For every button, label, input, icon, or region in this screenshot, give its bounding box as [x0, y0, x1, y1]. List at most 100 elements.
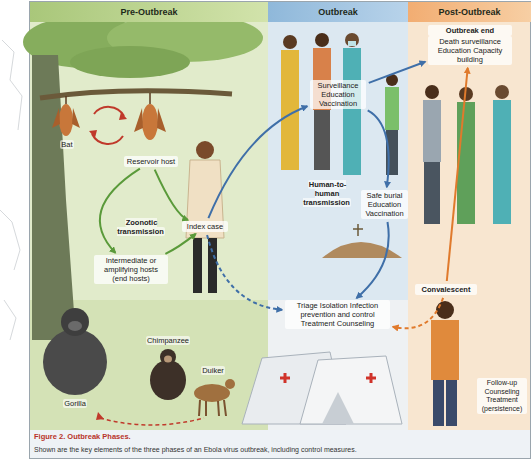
person-head [345, 33, 359, 47]
nurse-scrubs [343, 48, 361, 175]
label-holder: Bat [54, 140, 80, 149]
chimp-body [150, 360, 186, 400]
caption-ground [30, 430, 531, 458]
animal-label: Bat [60, 140, 73, 149]
measure-list: Follow-up Counseling Treatment (persiste… [477, 378, 527, 414]
person-shirt [423, 100, 441, 162]
bat-foot [65, 96, 67, 104]
chimp-head [160, 349, 176, 365]
gorilla-face [68, 321, 82, 331]
phase-heading: Outbreak [268, 2, 408, 22]
route-label: Human-to-human transmission [303, 180, 351, 207]
person-shirt [385, 87, 399, 130]
figure-frame [30, 2, 531, 459]
gorilla-body [43, 329, 107, 395]
host-note: Reservoir host [124, 156, 178, 167]
person-leg [446, 380, 457, 426]
bat-body [59, 104, 73, 136]
stage-label: Convalescent [415, 284, 477, 295]
label-holder: Chimpanzee [140, 336, 196, 345]
case-label: Index case [182, 221, 228, 232]
person-leg [193, 238, 202, 293]
node-heading: Outbreak end [428, 25, 512, 36]
nurse-scrubs [493, 100, 511, 224]
tent-door [322, 392, 354, 424]
measure-list: Outbreak endDeath surveillance Education… [428, 25, 512, 65]
red-cross [280, 373, 290, 383]
measure-list: Surveillance Education Vaccination [310, 80, 366, 109]
gorilla-head [61, 308, 89, 336]
host-note: Intermediate or amplifying hosts (end ho… [94, 255, 168, 284]
grave-marker [353, 224, 363, 236]
tent [300, 356, 402, 424]
person-head [495, 85, 509, 99]
phase-heading: Post-Outbreak [408, 2, 531, 22]
bat-wing [52, 108, 80, 128]
node-text: Follow-up Counseling Treatment (persiste… [477, 378, 527, 414]
node-text: Death surveillance Education Capacity bu… [428, 36, 512, 65]
person-dress [457, 102, 475, 224]
duiker-body [194, 384, 230, 402]
label-holder: Duiker [196, 366, 230, 375]
person-head [436, 301, 454, 319]
person-head [196, 141, 214, 159]
chimp-face [164, 356, 172, 363]
cycle-arrowhead [119, 112, 127, 120]
label-holder: Zoonotic transmission [112, 218, 170, 236]
transmission-arrow [369, 62, 425, 83]
cycle-arrowhead [89, 130, 97, 138]
burial-mound [322, 242, 402, 258]
post-ground [408, 2, 531, 430]
bat-body [142, 104, 158, 140]
transmission-arrow [368, 110, 389, 187]
bat-foot [149, 93, 151, 104]
map-line [2, 40, 22, 130]
transmission-arrow [155, 170, 188, 220]
node-text: Reservoir host [124, 156, 178, 167]
person-trousers [314, 110, 330, 170]
pre-floor [30, 300, 268, 430]
node-text: Intermediate or amplifying hosts (end ho… [94, 255, 168, 284]
label-holder: Shown are the key elements of the three … [34, 445, 524, 454]
route-label: Zoonotic transmission [117, 218, 165, 236]
cycle-arrow [100, 418, 204, 425]
cycle-arrow [94, 107, 124, 116]
person-leg [433, 380, 444, 426]
transmission-arrow [357, 222, 389, 298]
duiker-legs [199, 400, 226, 416]
node-text: Index case [182, 221, 228, 232]
phase-band: OutbreakSurveillance Education Vaccinati… [268, 2, 408, 430]
person-leg [208, 238, 217, 293]
duiker-head [225, 379, 235, 389]
map-line [0, 210, 20, 270]
transmission-arrow [393, 298, 443, 328]
phase-band: Post-OutbreakOutbreak endDeath surveilla… [408, 2, 531, 430]
person-head [315, 33, 329, 47]
transmission-arrow [207, 235, 282, 310]
red-cross [366, 373, 376, 383]
transmission-arrow [208, 106, 307, 218]
transmission-arrow [100, 169, 140, 253]
phase-band: Pre-OutbreakReservoir hostIntermediate o… [30, 2, 268, 430]
person-shirt [431, 320, 459, 380]
figure-caption: Figure 2. Outbreak Phases. [34, 432, 131, 441]
animal-label: Gorilla [63, 399, 87, 408]
branch [40, 91, 232, 98]
node-text: Surveillance Education Vaccination [310, 80, 366, 109]
label-holder: Gorilla [45, 399, 105, 408]
cycle-arrowhead [96, 412, 104, 420]
node-text: Safe burial Education Vaccination [361, 190, 408, 219]
label-holder: Human-to-human transmission [296, 180, 358, 207]
cycle-arrow [92, 134, 123, 144]
bat-wing [134, 108, 166, 132]
foliage [70, 46, 190, 78]
measure-list: Triage Isolation Infection prevention an… [285, 300, 390, 329]
transmission-arrow [447, 68, 468, 281]
person-head [425, 85, 439, 99]
phase-heading: Pre-Outbreak [30, 2, 268, 22]
node-text: Convalescent [415, 284, 477, 295]
node-text: Triage Isolation Infection prevention an… [285, 300, 390, 329]
transmission-arrow [165, 234, 195, 254]
